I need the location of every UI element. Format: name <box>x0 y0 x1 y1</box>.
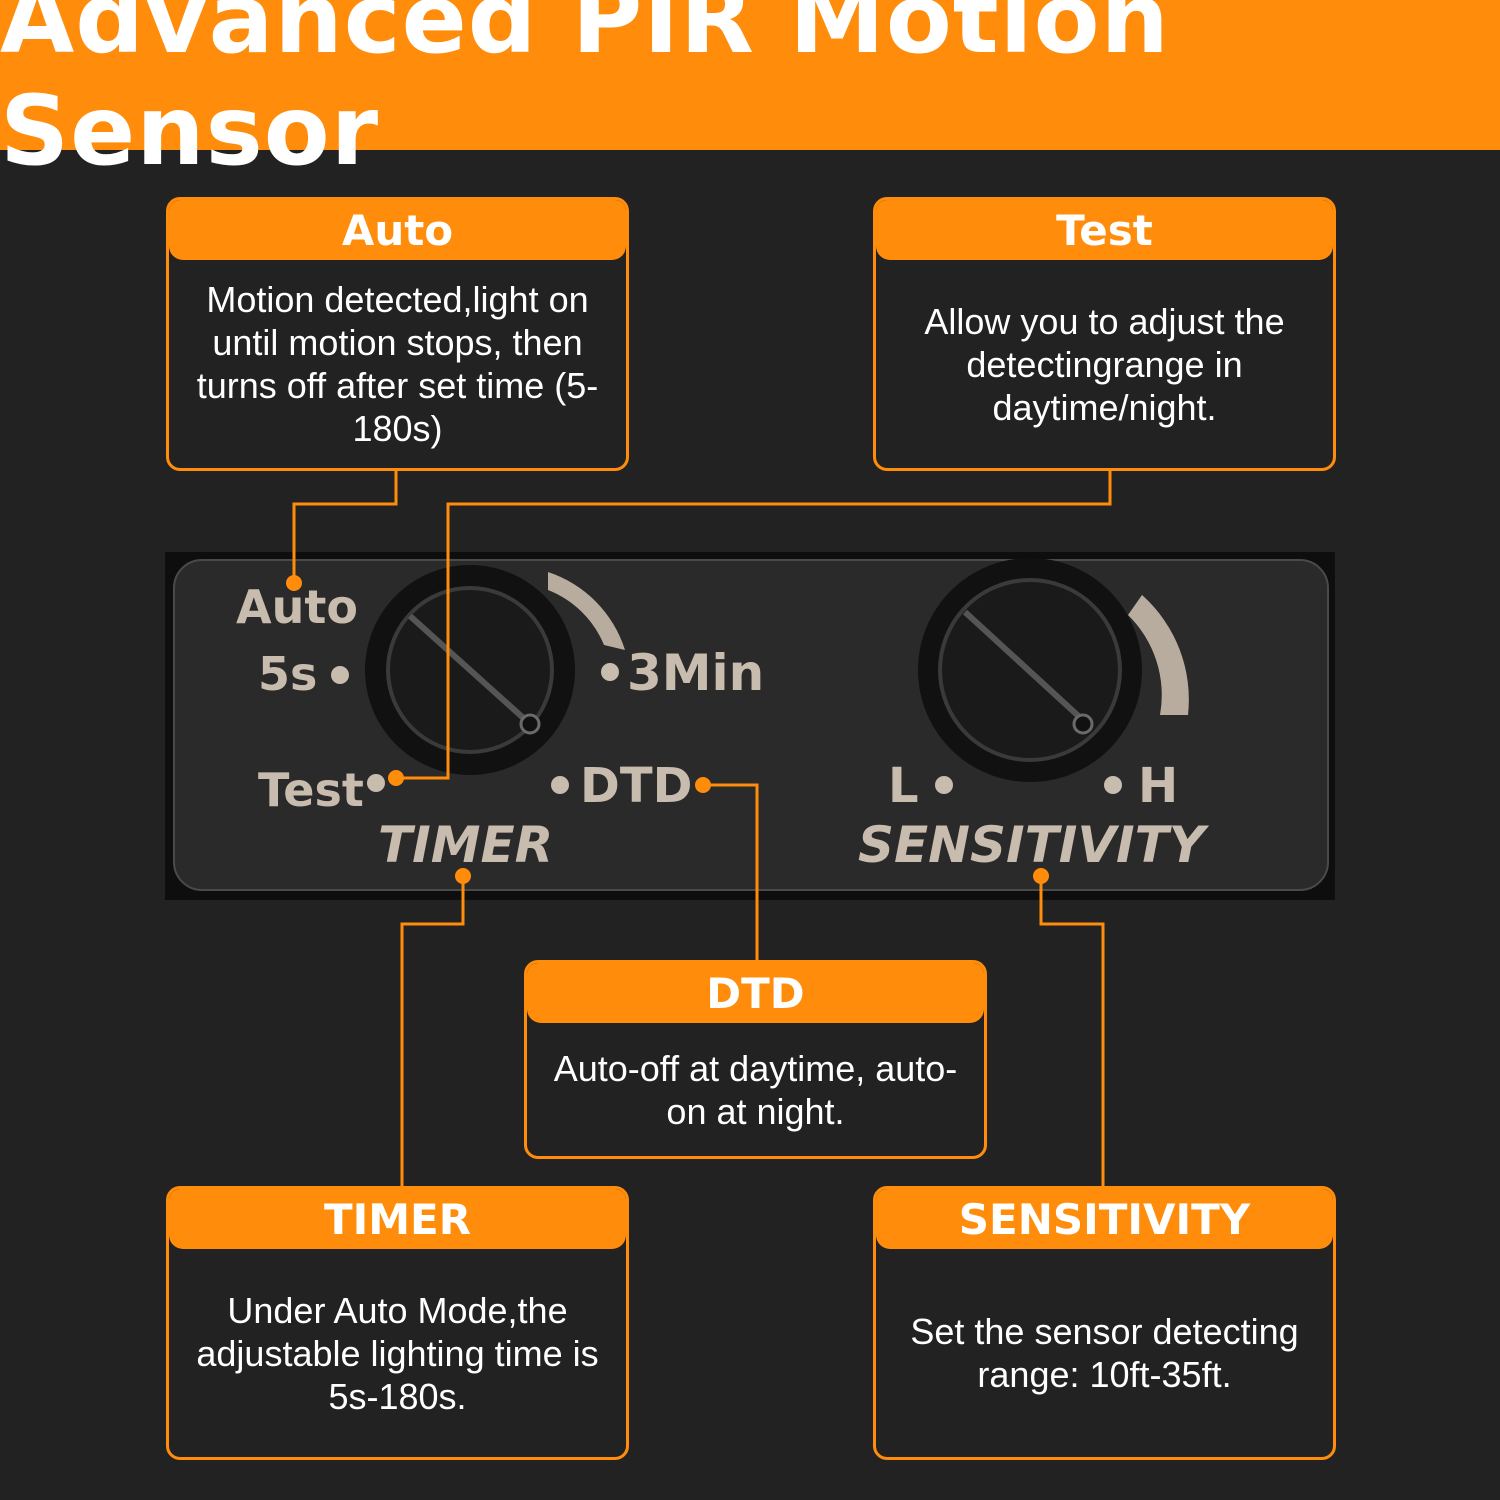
sensitivity-dial-pointer <box>1072 713 1094 735</box>
panel-label-low: L <box>888 758 919 814</box>
header-banner: Advanced PIR Motion Sensor <box>0 0 1500 187</box>
card-dtd-heading: DTD <box>527 963 984 1023</box>
dtd-dot <box>551 776 569 794</box>
panel-label-high: H <box>1138 758 1178 814</box>
card-timer-heading: TIMER <box>169 1189 626 1249</box>
test-dot <box>367 774 385 792</box>
card-test: Test Allow you to adjust the detectingra… <box>873 197 1336 471</box>
card-sensitivity-heading: SENSITIVITY <box>876 1189 1333 1249</box>
low-dot <box>935 776 953 794</box>
connector-test-dot <box>388 770 404 786</box>
connector-test <box>396 470 1112 780</box>
timer-dial-pointer <box>519 713 541 735</box>
panel-label-5s: 5s <box>258 647 317 701</box>
card-dtd: DTD Auto-off at daytime, auto-on at nigh… <box>524 960 987 1159</box>
card-auto-heading: Auto <box>169 200 626 260</box>
card-sensitivity: SENSITIVITY Set the sensor detecting ran… <box>873 1186 1336 1460</box>
connector-timer-dot <box>455 868 471 884</box>
page-title: Advanced PIR Motion Sensor <box>0 0 1170 187</box>
three-min-dot <box>601 663 619 681</box>
card-auto: Auto Motion detected,light on until moti… <box>166 197 629 471</box>
high-dot <box>1104 776 1122 794</box>
timer-dial-slot <box>407 613 533 727</box>
connector-auto <box>292 470 398 583</box>
connector-sensitivity-dot <box>1033 868 1049 884</box>
sensitivity-dial-slot <box>962 609 1088 725</box>
card-timer: TIMER Under Auto Mode,the adjustable lig… <box>166 1186 629 1460</box>
card-sensitivity-text: Set the sensor detecting range: 10ft-35f… <box>910 1311 1299 1395</box>
five-s-dot <box>331 666 349 684</box>
card-test-text: Allow you to adjust the detectingrange i… <box>924 300 1285 428</box>
sensitivity-range-arc <box>1128 595 1189 715</box>
timer-range-arc <box>548 572 625 650</box>
connector-auto-dot <box>286 575 302 591</box>
panel-label-3min: 3Min <box>627 644 764 702</box>
connector-sensitivity <box>1039 876 1105 1186</box>
card-dtd-text: Auto-off at daytime, auto-on at night. <box>553 1047 958 1132</box>
connector-timer <box>400 876 465 1186</box>
card-timer-text: Under Auto Mode,the adjustable lighting … <box>196 1289 599 1417</box>
panel-label-dtd: DTD <box>580 758 692 814</box>
connector-dtd-dot <box>695 777 711 793</box>
panel-label-timer: TIMER <box>378 816 553 874</box>
sensitivity-dial[interactable] <box>918 558 1189 782</box>
card-auto-text: Motion detected,light on until motion st… <box>196 279 599 449</box>
card-test-heading: Test <box>876 200 1333 260</box>
timer-dial[interactable] <box>365 565 625 775</box>
panel-label-sensitivity: SENSITIVITY <box>858 816 1210 874</box>
panel-label-test: Test <box>258 763 364 817</box>
connector-dtd <box>703 783 759 960</box>
